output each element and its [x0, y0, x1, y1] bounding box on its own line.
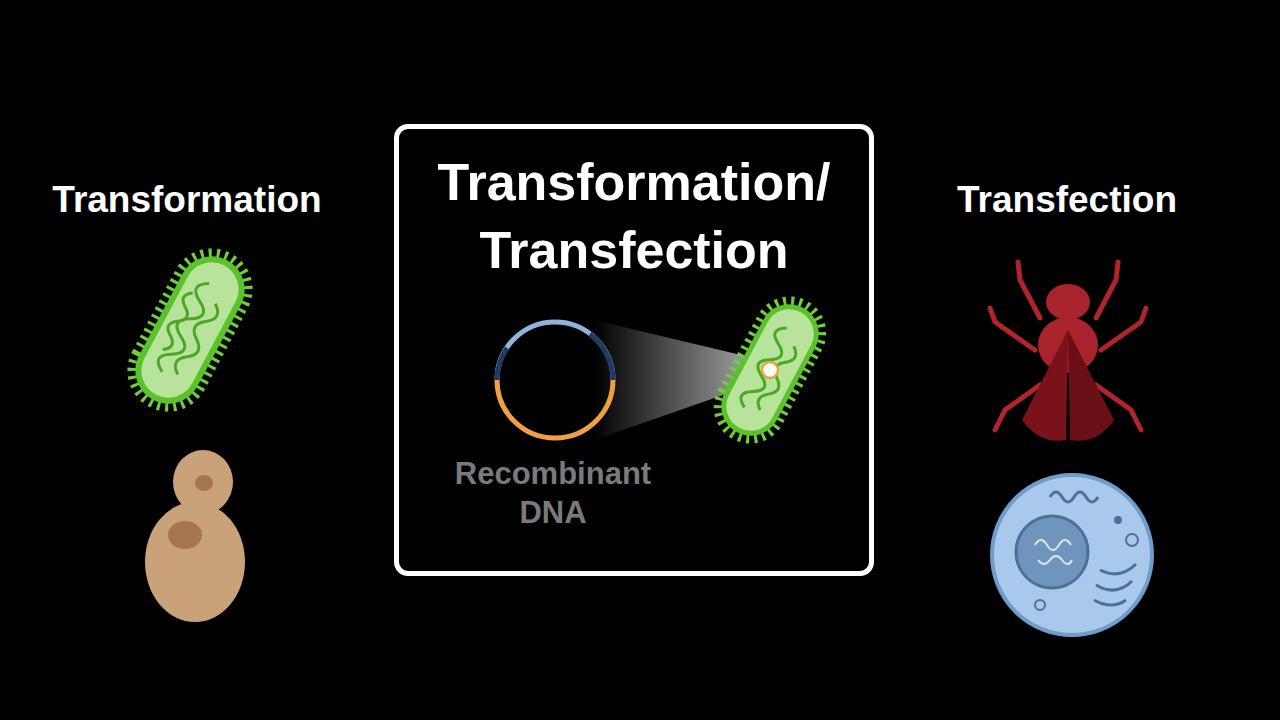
- cell-icon: [992, 475, 1152, 635]
- bacterium-icon: [120, 241, 261, 420]
- fly-icon: [990, 262, 1146, 430]
- category-label: Transfection: [907, 177, 1227, 223]
- bacterium-small-icon: [707, 290, 833, 451]
- plasmid-icon: [497, 322, 613, 438]
- box-title: Transformation/ Transfection: [409, 149, 859, 284]
- fly-body: [1022, 284, 1114, 441]
- caption-label: Recombinant DNA: [428, 455, 678, 533]
- process-box: Transformation/ Transfection: [394, 124, 874, 576]
- yeast-icon: [145, 450, 245, 622]
- category-label: Transformation: [27, 177, 347, 223]
